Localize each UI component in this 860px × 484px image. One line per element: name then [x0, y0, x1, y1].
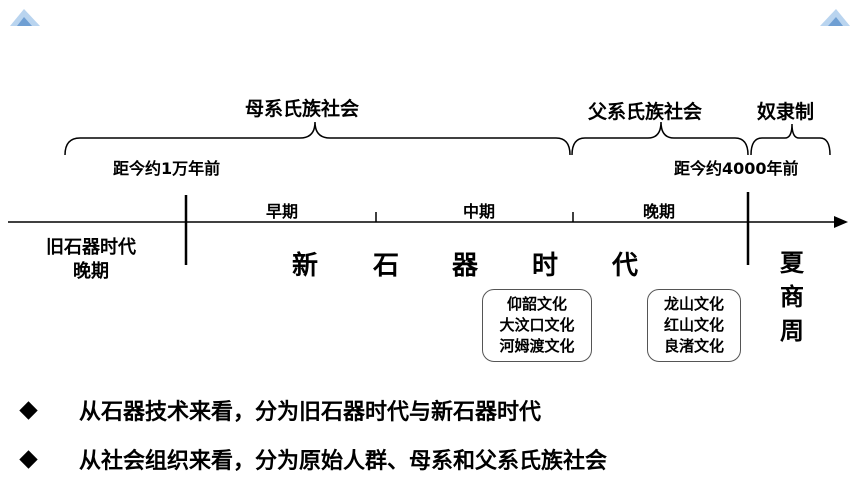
- bullet-item-2: 从社会组织来看，分为原始人群、母系和父系氏族社会: [19, 443, 608, 475]
- date-four-thousand: 距今约4000年前: [674, 159, 799, 178]
- zhou-char: 周: [780, 317, 804, 345]
- neolithic-char-1: 新: [292, 251, 319, 281]
- culture-liangzhu: 良渚文化: [663, 337, 724, 355]
- culture-hongshan: 红山文化: [663, 316, 724, 334]
- corner-triangle-icon-right: [820, 9, 850, 26]
- neolithic-char-2: 石: [373, 251, 400, 281]
- diamond-bullet-icon: [19, 400, 38, 420]
- axis-arrow-icon: [834, 216, 848, 228]
- era-patriarchal: 父系氏族社会: [588, 101, 703, 123]
- bullet-item-1: 从石器技术来看，分为旧石器时代与新石器时代: [19, 394, 542, 426]
- matriarchal-brace: [64, 121, 571, 156]
- culture-longshan: 龙山文化: [663, 295, 724, 313]
- patriarchal-brace: [571, 121, 749, 156]
- corner-triangle-icon-left: [10, 9, 40, 26]
- neolithic-char-3: 器: [452, 251, 479, 281]
- period-xia-shang-zhou: 夏 商 周: [780, 246, 804, 348]
- date-ten-thousand: 距今约1万年前: [113, 159, 221, 178]
- neolithic-char-4: 时: [532, 251, 559, 281]
- period-paleolithic-late: 旧石器时代 晚期: [28, 236, 154, 284]
- xia-char: 夏: [780, 249, 804, 277]
- phase-early: 早期: [266, 202, 299, 221]
- slavery-brace: [750, 123, 831, 156]
- era-matriarchal: 母系氏族社会: [245, 98, 360, 120]
- culture-box-middle: 仰韶文化 大汶口文化 河姆渡文化: [482, 289, 592, 362]
- culture-hemudu: 河姆渡文化: [499, 337, 575, 355]
- paleolithic-line2: 晚期: [73, 261, 109, 282]
- shang-char: 商: [780, 283, 804, 311]
- culture-yangshao: 仰韶文化: [506, 295, 567, 313]
- era-slavery: 奴隶制: [757, 101, 815, 123]
- culture-box-late: 龙山文化 红山文化 良渚文化: [647, 289, 741, 362]
- paleolithic-line1: 旧石器时代: [46, 237, 136, 258]
- bullet-text-2: 从社会组织来看，分为原始人群、母系和父系氏族社会: [79, 449, 608, 474]
- phase-middle: 中期: [463, 202, 496, 221]
- diamond-bullet-icon: [19, 449, 38, 469]
- phase-late: 晚期: [643, 202, 676, 221]
- neolithic-char-5: 代: [612, 251, 639, 281]
- bullet-text-1: 从石器技术来看，分为旧石器时代与新石器时代: [79, 400, 542, 425]
- culture-dawenkou: 大汶口文化: [499, 316, 575, 334]
